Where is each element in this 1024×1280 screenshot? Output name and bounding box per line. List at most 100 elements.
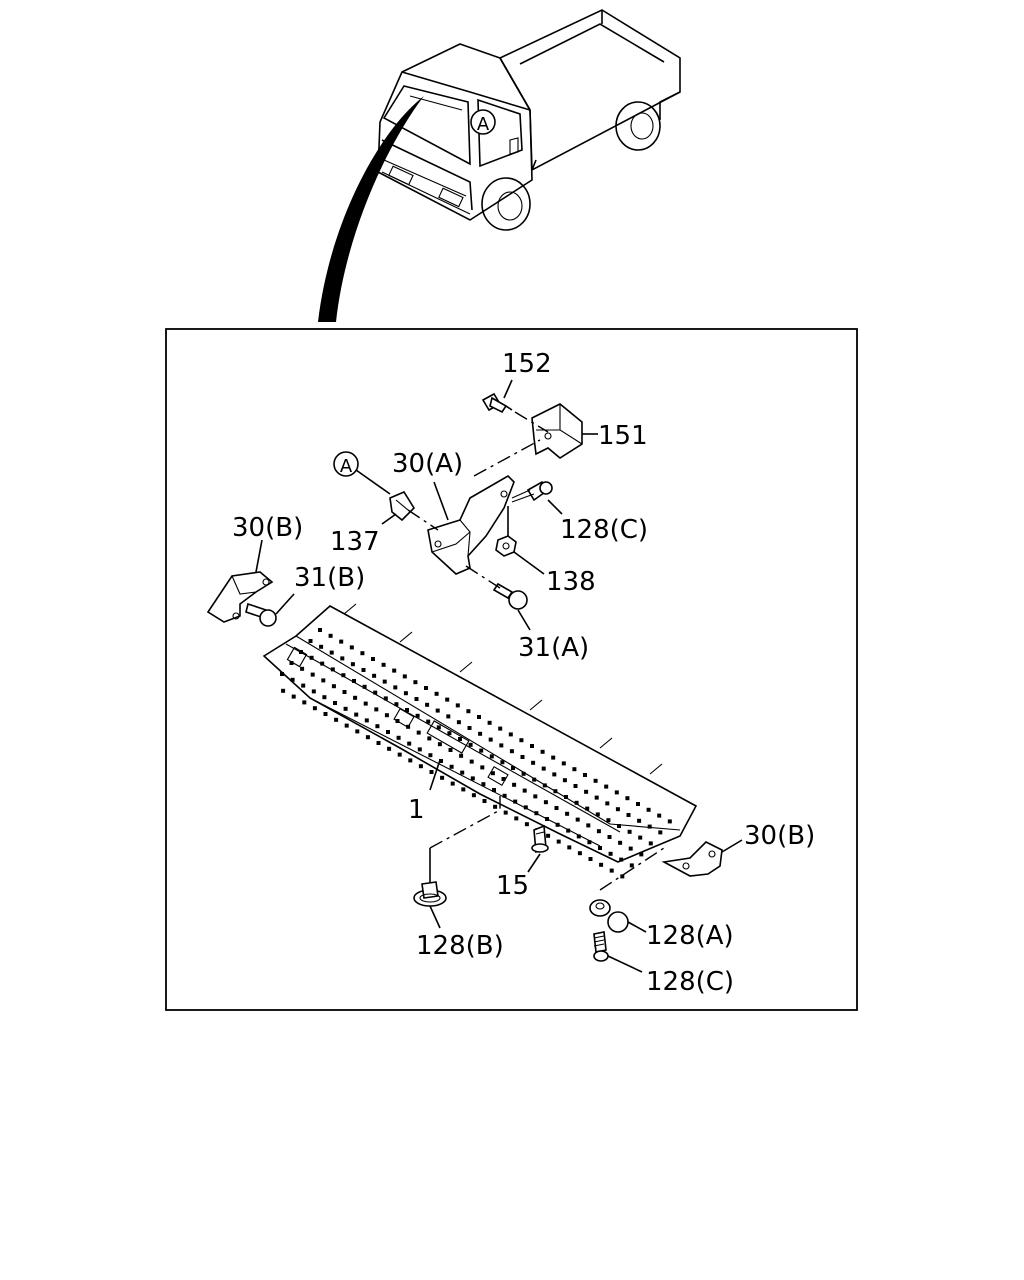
perforation — [299, 650, 303, 654]
perforation — [503, 810, 508, 815]
part-30b-bracket-left — [206, 571, 274, 623]
part-138-nut — [495, 535, 517, 557]
perforation — [593, 778, 598, 783]
perforation — [446, 714, 451, 719]
detail-callout-a-label: A — [340, 456, 353, 477]
part-152-pin — [481, 392, 513, 414]
perforation — [499, 743, 504, 748]
perforation — [584, 789, 589, 794]
perforation — [384, 713, 389, 718]
perforation — [352, 679, 356, 683]
perforation — [436, 725, 441, 730]
label-138: 138 — [546, 567, 596, 597]
perforation — [629, 863, 634, 868]
label-128a: 128(A) — [646, 921, 734, 951]
perforation — [594, 795, 599, 800]
label-31b: 31(B) — [294, 563, 365, 593]
label-1: 1 — [408, 795, 425, 825]
perforation — [439, 759, 443, 763]
callout-leader — [318, 96, 424, 322]
perforation — [587, 840, 592, 845]
perforation — [638, 835, 643, 840]
perforation — [354, 712, 359, 717]
perforation — [374, 707, 379, 712]
perforation — [322, 695, 327, 700]
perforation — [541, 766, 546, 771]
perforation — [426, 719, 431, 724]
perforation — [543, 800, 548, 805]
perforation — [408, 758, 413, 763]
perforation — [405, 708, 409, 712]
part-15-clip — [531, 824, 549, 854]
perforation — [343, 706, 348, 711]
perforation — [534, 811, 539, 816]
detail-frame — [165, 328, 858, 1011]
perforation — [595, 812, 600, 817]
perforation — [280, 672, 284, 676]
perforation — [479, 748, 484, 753]
perforation — [617, 824, 621, 828]
perforation — [489, 754, 494, 759]
perforation — [586, 823, 591, 828]
perforation — [540, 749, 545, 754]
perforation — [309, 655, 314, 660]
perforation — [498, 726, 503, 731]
part-30a-bracket — [427, 474, 515, 575]
perforation — [460, 770, 465, 775]
label-128c-top: 128(C) — [560, 515, 648, 545]
perforation — [554, 806, 559, 810]
perforation — [667, 819, 672, 824]
perforation — [403, 691, 408, 696]
perforation — [553, 789, 558, 794]
label-151: 151 — [598, 421, 648, 451]
perforation — [532, 777, 537, 782]
perforation — [333, 701, 337, 705]
perforation — [509, 749, 514, 754]
perforation — [477, 715, 481, 719]
perforation — [469, 759, 474, 764]
perforation — [607, 835, 612, 839]
perforation — [344, 723, 349, 728]
perforation — [567, 845, 572, 850]
perforation — [455, 703, 460, 708]
perforation — [386, 730, 390, 734]
label-128b: 128(B) — [416, 931, 504, 961]
perforation — [311, 689, 316, 694]
perforation — [575, 817, 580, 822]
detail-callout-a: A — [333, 451, 359, 477]
perforation — [290, 677, 295, 682]
perforation — [414, 697, 419, 701]
perforation — [417, 747, 422, 752]
perforation — [319, 644, 324, 649]
perforation — [429, 770, 434, 774]
perforation — [555, 822, 560, 827]
perforation — [646, 807, 651, 812]
perforation — [461, 787, 466, 792]
perforation — [620, 874, 625, 879]
perforation — [552, 772, 557, 777]
perforation — [342, 690, 347, 694]
perforation — [361, 668, 366, 672]
perforation — [376, 741, 381, 745]
perforation — [520, 755, 525, 759]
truck-illustration — [318, 9, 681, 322]
perforation — [415, 713, 420, 718]
truck-callout-a-label: A — [477, 114, 490, 135]
perforation — [281, 688, 286, 693]
perforation — [425, 702, 430, 707]
perforation — [447, 731, 452, 736]
truck-callout-a: A — [470, 109, 496, 135]
perforation — [318, 628, 322, 632]
part-128c-screw-bottom — [593, 931, 609, 962]
perforation — [445, 697, 450, 702]
perforation — [434, 691, 439, 696]
perforation — [289, 661, 294, 665]
perforation — [478, 731, 483, 736]
perforation — [648, 841, 653, 846]
perforation — [488, 737, 493, 742]
perforation — [321, 678, 326, 683]
perforation — [604, 784, 609, 789]
perforation — [371, 657, 375, 661]
perforation — [546, 833, 551, 838]
perforation — [360, 651, 365, 656]
